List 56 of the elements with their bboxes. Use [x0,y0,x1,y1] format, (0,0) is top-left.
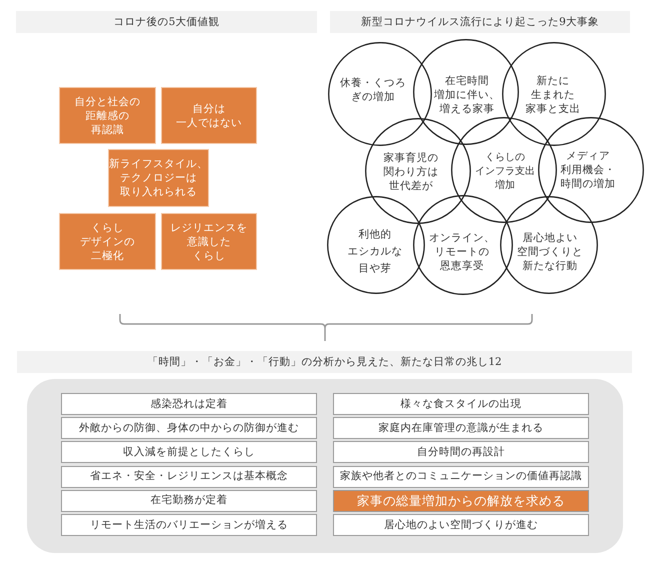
event-circle [538,117,644,223]
value-text: 自分と社会の距離感の再認識 [74,94,140,136]
value-text: レジリエンスを意識したくらし [170,220,248,262]
trend-box [61,393,317,415]
trend-text: 省エネ・安全・レジリエンスは基本概念 [90,470,288,484]
event-text: 居心地よい空間づくりと新たな行動 [517,231,583,273]
event-circle [502,42,606,146]
event-circle [365,118,471,224]
trend-text: 自分時間の再設計 [417,446,505,459]
value-box [161,87,257,144]
trend-box [333,441,589,464]
event-text: 在宅時間増加に伴い、増える家事 [434,74,500,116]
trend-text: 家族や他者とのコミュニケーションの価値再認識 [340,470,582,484]
trend-box [333,393,589,415]
highlighted-trend-box [333,490,589,512]
trend-text: 家事の総量増加からの解放を求める [357,493,565,508]
value-box [59,87,156,144]
trend-text: 感染恐れは定着 [150,398,228,410]
event-text: オンライン、リモートの恩恵享受 [429,231,495,273]
trend-box [333,514,589,536]
event-circle [327,196,425,294]
trend-text: 収入減を前提としたくらし [123,446,255,459]
event-circle [451,117,557,223]
event-text: くらしのインフラ支出増加 [475,151,535,193]
event-text: メディア利用機会・時間の増加 [560,149,616,191]
section-title: コロナ後の5大価値観 [114,16,220,28]
trend-box [61,441,317,464]
event-circle [328,42,432,146]
trend-box [333,417,589,440]
value-text: くらしデザインの二極化 [80,220,135,262]
event-circle [500,196,598,294]
value-box [59,213,156,270]
event-text: 利他的エシカルな目や芽 [348,228,402,276]
trend-box [61,466,317,488]
value-text: 新ライフスタイル、テクノロジーは取り入れられる [109,157,208,199]
event-circle [413,195,513,295]
trend-box [333,466,589,488]
event-circle [413,39,519,145]
trend-text: 居心地のよい空間づくりが進む [384,518,538,532]
value-text: 自分は一人ではない [176,102,242,130]
trend-text: 家庭内在庫管理の意識が生まれる [378,422,544,435]
trend-text: 様々な食スタイルの出現 [400,398,522,410]
trend-text: 外敵からの防御、身体の中からの防御が進む [79,422,299,435]
trend-panel [27,379,623,553]
section-title: 「時間」・「お金」・「行動」の分析から見えた、新たな日常の兆し12 [147,356,502,368]
event-text: 新たに生まれた家事と支出 [526,74,580,116]
trend-box [61,417,317,440]
value-box [161,213,257,270]
event-text: 家事育児の関わり方は世代差が [384,151,438,193]
trend-text: 在宅勤務が定着 [150,494,228,508]
section-title: 新型コロナウイルス流行により起こった9大事象 [361,16,599,28]
trend-box [61,490,317,512]
value-box [108,149,209,207]
trend-text: リモート生活のバリエーションが増える [90,518,288,532]
trend-box [61,514,317,536]
event-text: 休養・くつろぎの増加 [340,76,406,104]
